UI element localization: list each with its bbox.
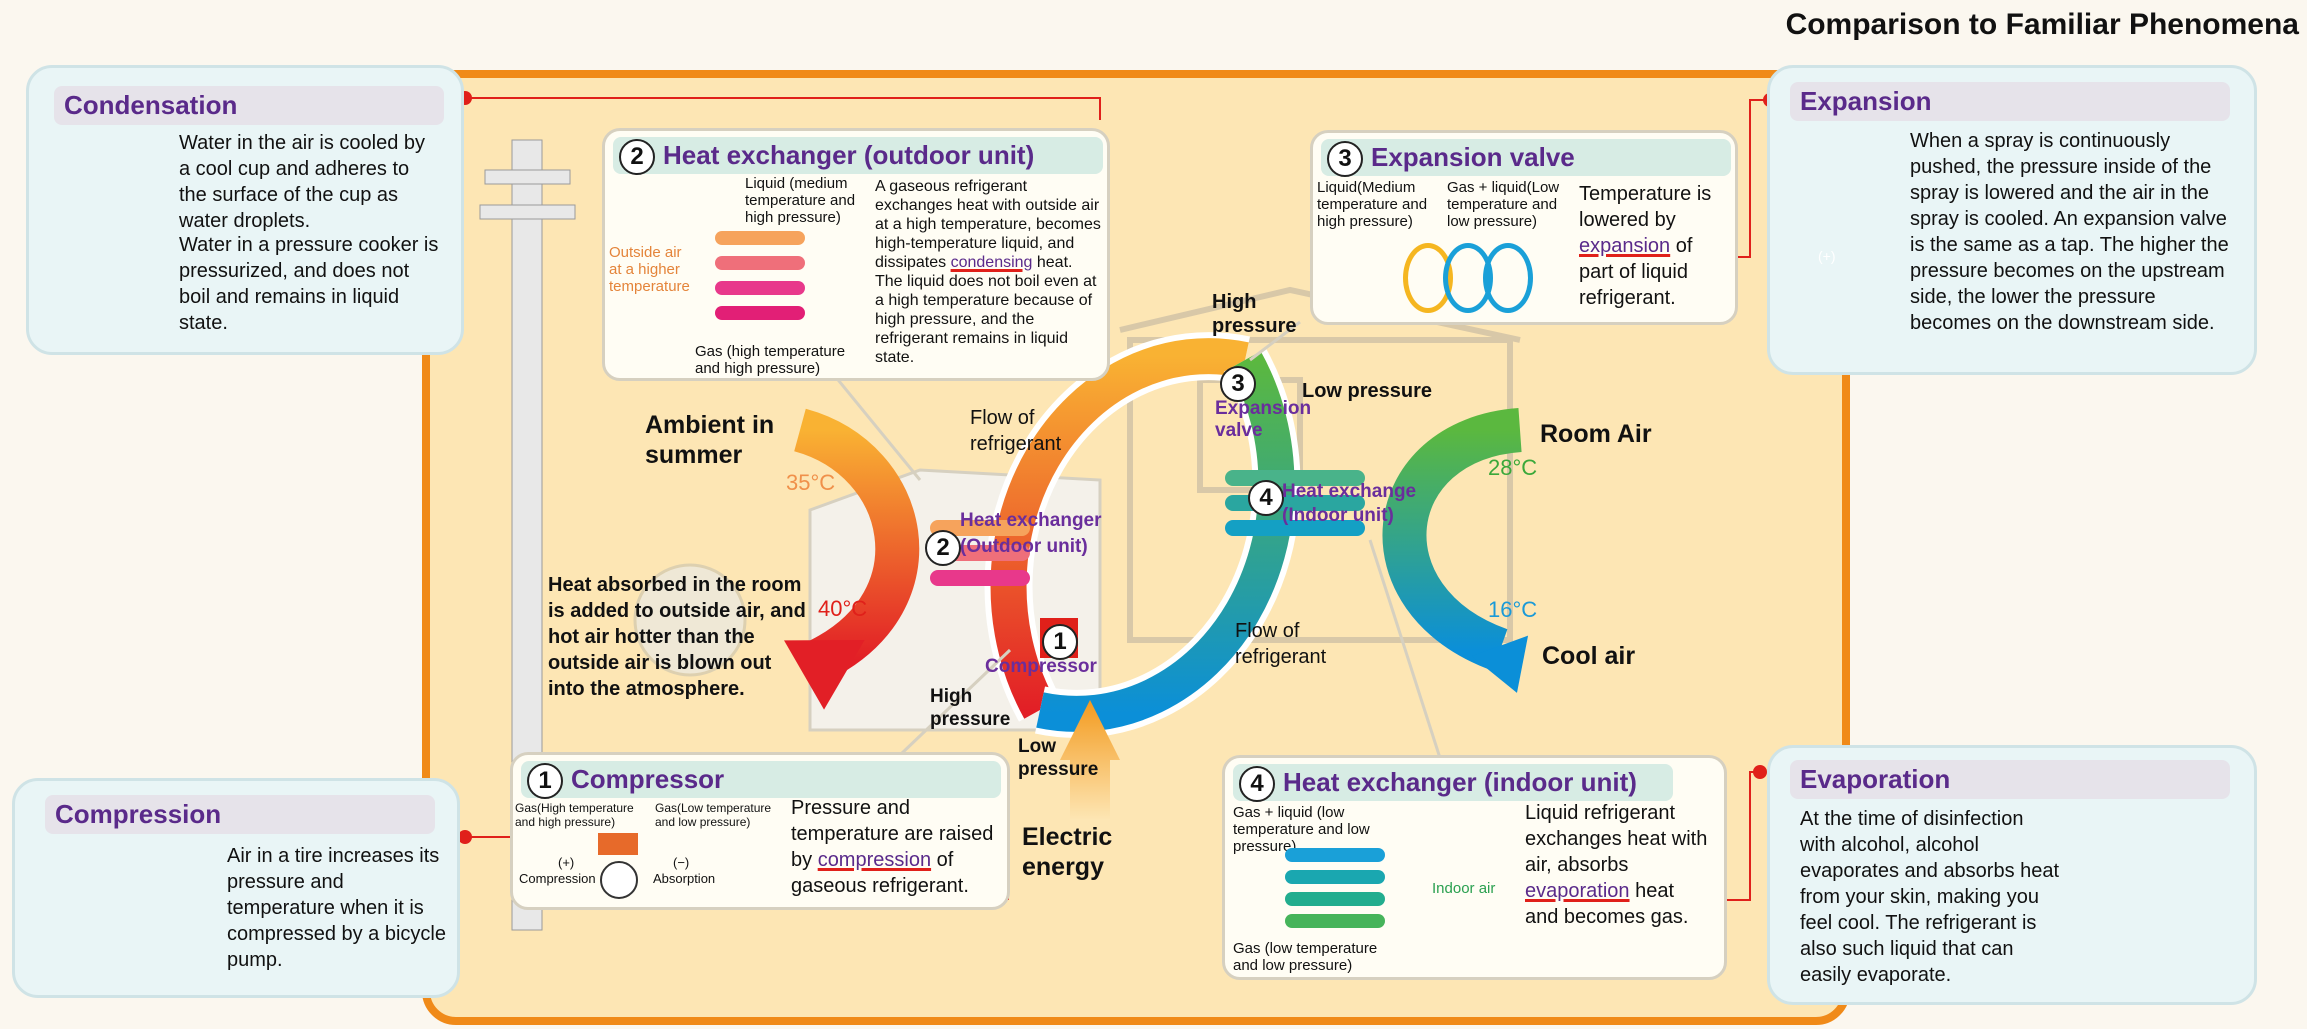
high-pressure-bottom-label: High pressure [930, 686, 1011, 730]
condensation-text-2: Water in a pressure cooker is pressurize… [179, 234, 439, 334]
compressor-title: Compressor [521, 761, 1001, 798]
expansion-text: When a spray is continuously pushed, the… [1910, 130, 2229, 334]
evaporation-card: Evaporation At the time of disinfection … [1767, 745, 2257, 1005]
hx-indoor-number: 4 [1239, 766, 1275, 802]
hx-outdoor-diagram-label: Heat exchanger (Outdoor unit) [960, 510, 1102, 557]
condensation-title: Condensation [54, 86, 444, 125]
compressor-minus-label: (−) [673, 855, 690, 870]
compressor-desc-after: of gaseous refrigerant. [791, 849, 969, 897]
compression-title: Compression [45, 795, 435, 834]
expansion-valve-number: 3 [1327, 141, 1363, 177]
temp-35-label: 35°C [786, 470, 836, 495]
valve-diagram-label: Expansion valve [1215, 398, 1312, 441]
low-pressure-top-label: Low pressure [1302, 380, 1433, 402]
hx-outdoor-callout: Heat exchanger (outdoor unit) 2 Liquid (… [602, 128, 1110, 381]
connector-dot-evaporation [1753, 765, 1767, 779]
compressor-number-marker: 1 [1042, 624, 1078, 660]
expansion-coil-icon [1393, 243, 1543, 313]
cool-refrigerant-arc [1036, 351, 1295, 732]
compressor-icon [598, 833, 643, 899]
connector-dot-compression [458, 830, 472, 844]
hot-refrigerant-arc [990, 338, 1249, 719]
compressor-number: 1 [527, 763, 563, 799]
hx-indoor-coil-icon [1285, 848, 1395, 928]
expansion-valve-description: Temperature is lowered by expansion of p… [1579, 181, 1731, 311]
compressor-plus-label: (+) [558, 855, 575, 870]
ambient-label: Ambient in summer [645, 411, 775, 469]
page-heading: Comparison to Familiar Phenomena [1785, 8, 2299, 41]
expansion-valve-gas-liquid-label: Gas + liquid(Low temperature and low pre… [1447, 179, 1560, 230]
expansion-valve-title: Expansion valve [1321, 139, 1731, 176]
cool-air-label: Cool air [1542, 642, 1636, 670]
compression-text: Air in a tire increases its pressure and… [227, 845, 446, 971]
electric-energy-arrow [1060, 700, 1120, 820]
hx-outdoor-number: 2 [619, 139, 655, 175]
compressor-diagram-label: Compressor [985, 656, 1097, 677]
hx-indoor-number-marker: 4 [1248, 480, 1284, 516]
expansion-valve-desc-after: of part of liquid refrigerant. [1579, 235, 1693, 309]
compression-link[interactable]: compression [817, 849, 932, 871]
temp-28-label: 28°C [1488, 455, 1538, 480]
compressor-gas-low: Gas(Low temperature and low pressure) [655, 801, 772, 829]
expansion-plus-label: (+) [1818, 248, 1836, 264]
expansion-card: Expansion When a spray is continuously p… [1767, 65, 2257, 375]
hx-outdoor-desc-before: A gaseous refrigerant exchanges heat wit… [875, 178, 1101, 271]
hx-outdoor-title: Heat exchanger (outdoor unit) [613, 137, 1103, 174]
hx-indoor-desc-after: heat and becomes gas. [1525, 880, 1689, 928]
hx-outdoor-outside-air: Outside air at a higher temperature [609, 244, 690, 295]
hx-indoor-indoor-air: Indoor air [1432, 880, 1496, 897]
electric-energy-label: Electric energy [1022, 823, 1113, 881]
high-pressure-top-label: High pressure [1212, 291, 1297, 337]
evaporation-title: Evaporation [1790, 760, 2230, 799]
compressor-callout: Compressor 1 Gas(High temperature and hi… [510, 752, 1010, 910]
hx-indoor-diagram-label: Heat exchange (Indoor unit) [1282, 481, 1417, 526]
compressor-description: Pressure and temperature are raised by c… [791, 795, 1003, 899]
hx-indoor-gas-liquid-label: Gas + liquid (low temperature and low pr… [1233, 804, 1370, 855]
temp-16-label: 16°C [1488, 597, 1538, 622]
expansion-valve-liquid-label: Liquid(Medium temperature and high press… [1317, 179, 1428, 230]
flow-label-top: Flow of refrigerant [970, 407, 1062, 455]
hx-indoor-desc-before: Liquid refrigerant exchanges heat with a… [1525, 802, 1708, 876]
cool-air-arrow [1382, 408, 1523, 671]
low-pressure-bottom-label: Low pressure [1018, 736, 1099, 780]
room-air-label: Room Air [1540, 420, 1652, 448]
expansion-valve-desc-before: Temperature is lowered by [1579, 183, 1712, 231]
evaporation-text: At the time of disinfection with alcohol… [1800, 808, 2060, 986]
hx-indoor-callout: Heat exchanger (indoor unit) 4 Gas + liq… [1222, 755, 1727, 980]
temp-40-label: 40°C [818, 596, 868, 621]
hx-outdoor-number-marker: 2 [925, 530, 961, 566]
evaporation-link[interactable]: evaporation [1525, 880, 1630, 902]
condensation-text-1: Water in the air is cooled by a cool cup… [179, 132, 426, 232]
compressor-gas-high: Gas(High temperature and high pressure) [515, 801, 634, 829]
compressor-desc-before: Pressure and temperature are raised by [791, 797, 994, 871]
hx-outdoor-gas-label: Gas (high temperature and high pressure) [695, 343, 846, 377]
hx-indoor-title: Heat exchanger (indoor unit) [1233, 764, 1673, 801]
hot-air-arrow [793, 408, 920, 680]
expansion-link[interactable]: expansion [1579, 235, 1671, 257]
condensing-link[interactable]: condensing [950, 254, 1033, 271]
expansion-title: Expansion [1790, 82, 2230, 121]
flow-label-bottom: Flow of refrigerant [1235, 620, 1327, 668]
hx-outdoor-description: A gaseous refrigerant exchanges heat wit… [875, 177, 1103, 367]
hx-outdoor-coil-icon [715, 231, 810, 326]
compression-card: Compression Air in a tire increases its … [12, 778, 460, 998]
compressor-absorption-label: Absorption [653, 871, 716, 886]
hx-outdoor-liquid-label: Liquid (medium temperature and high pres… [745, 175, 856, 226]
condensation-card: Condensation Water in the air is cooled … [26, 65, 464, 355]
expansion-valve-callout: Expansion valve 3 Liquid(Medium temperat… [1310, 130, 1738, 325]
valve-number-marker: 3 [1220, 366, 1256, 402]
callout-pointers [828, 320, 1442, 759]
hx-outdoor-desc-after: heat. The liquid does not boil even at a… [875, 254, 1097, 366]
heat-absorbed-text: Heat absorbed in the room is added to ou… [548, 574, 806, 700]
hx-indoor-gas-label: Gas (low temperature and low pressure) [1233, 940, 1378, 974]
hx-indoor-description: Liquid refrigerant exchanges heat with a… [1525, 800, 1710, 930]
compressor-compression-label: Compression [519, 871, 596, 886]
